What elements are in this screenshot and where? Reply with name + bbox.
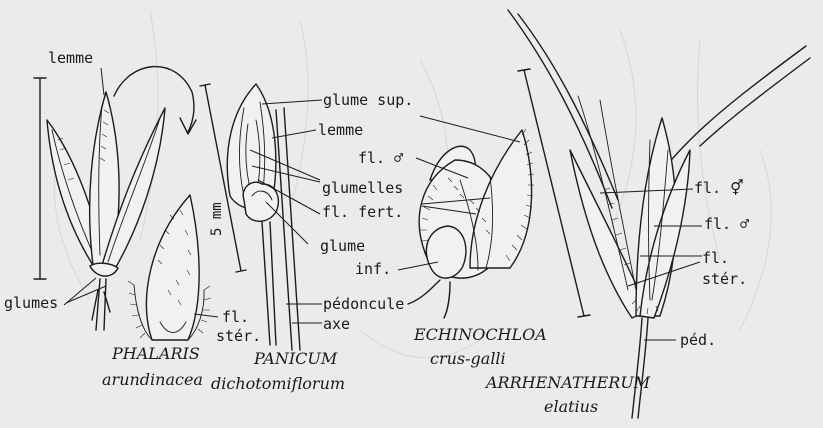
species-arrhenatherum-epithet: elatius [544,398,598,416]
label-fl-ster-arrhenatherum-2: stér. [702,271,747,287]
species-panicum-genus: PANICUM [254,350,337,368]
label-fl-ster-phalaris-1: fl. [222,309,249,325]
label-glume-inf-2: inf. [355,261,391,277]
label-glume-sup: glume sup. [323,92,413,108]
label-lemme-phalaris: lemme [48,50,93,66]
label-ped: péd. [680,332,716,348]
echinochloa-spikelet [398,116,534,318]
species-echinochloa-epithet: crus-galli [430,350,506,368]
label-fl-ster-arrhenatherum-1: fl. [702,250,729,266]
label-lemme-panicum: lemme [318,122,363,138]
label-fl-ster-phalaris-2: stér. [216,328,261,344]
species-panicum-epithet: dichotomiflorum [211,375,345,393]
label-fl-male-arrhenatherum: fl. ♂ [704,216,749,232]
species-phalaris-genus: PHALARIS [112,345,200,363]
label-fl-fert: fl. fert. [322,204,403,220]
arrhenatherum-spikelet [508,10,810,418]
label-fl-male-echinochloa: fl. ♂ [358,150,403,166]
label-glumes: glumes [4,295,58,311]
label-glumelles: glumelles [322,180,403,196]
label-scale: 5 mm [209,202,225,236]
species-phalaris-epithet: arundinacea [102,371,203,389]
species-arrhenatherum-genus: ARRHENATHERUM [486,374,650,392]
label-axe: axe [323,316,350,332]
phalaris-spikelet [34,67,218,340]
species-echinochloa-genus: ECHINOCHLOA [414,326,547,344]
label-fl-hermaphrodite: fl. ⚥ [694,180,744,196]
label-pedoncule: pédoncule [323,296,404,312]
label-glume-inf-1: glume [320,238,365,254]
